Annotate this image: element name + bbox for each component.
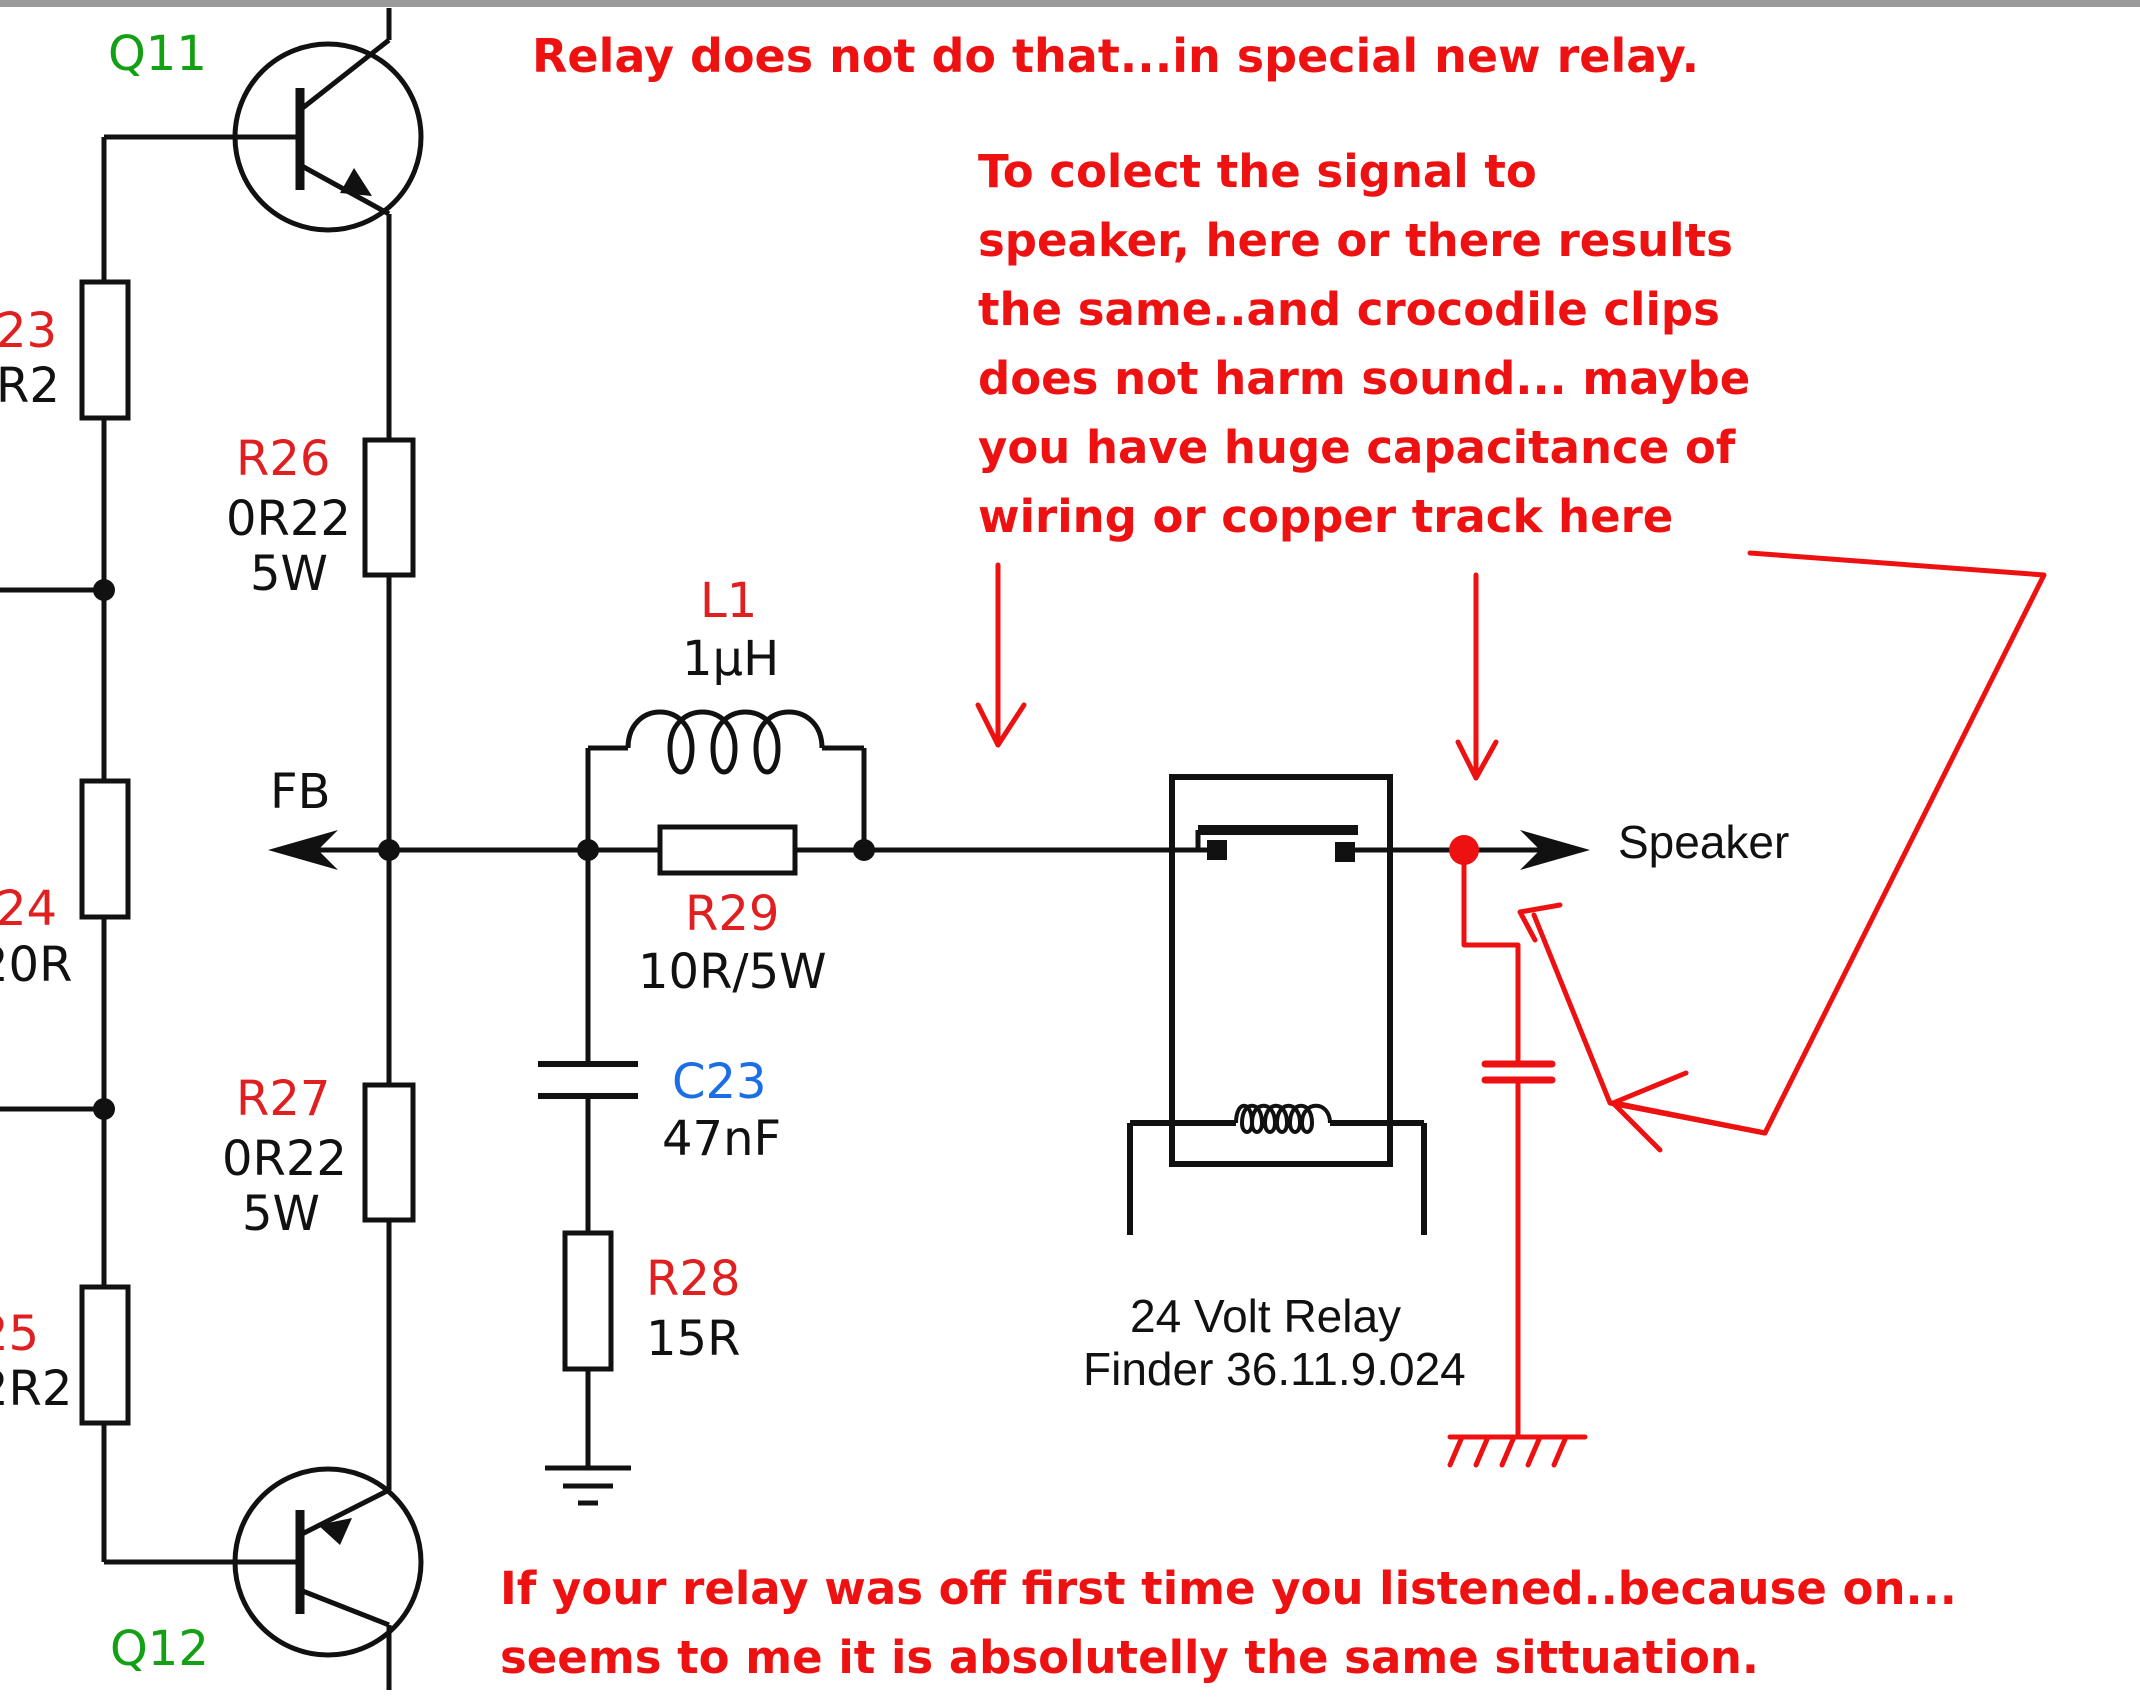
fb-label: FB [270, 764, 331, 820]
r23-ref: 23 [0, 303, 57, 359]
r24-resistor [79, 778, 131, 920]
note-bottom-line: seems to me it is absolutelly the same s… [500, 1631, 1759, 1684]
relay-contacts [1207, 840, 1355, 862]
note-middle: To colect the signal to speaker, here or… [978, 145, 1750, 543]
r29-ref: R29 [685, 886, 779, 942]
note-bottom: If your relay was off first time you lis… [500, 1562, 1957, 1684]
r27-power: 5W [242, 1186, 320, 1242]
r25-ref: 25 [0, 1306, 39, 1362]
r26-ref: R26 [236, 431, 330, 487]
ground-symbol [545, 1465, 631, 1506]
r28-resistor [562, 1230, 614, 1372]
r25-value: 2R2 [0, 1361, 72, 1417]
r28-value: 15R [646, 1311, 740, 1367]
c23-value: 47nF [662, 1111, 781, 1167]
q12-label: Q12 [110, 1621, 209, 1677]
q11-transistor [232, 38, 424, 233]
r27-resistor [362, 1082, 416, 1223]
annotation-marks [975, 550, 2047, 1468]
relay-label-line2: Finder 36.11.9.024 [1083, 1343, 1466, 1395]
l1-ref: L1 [700, 573, 757, 629]
l1-inductor [625, 709, 825, 775]
r26-resistor [362, 437, 416, 578]
r23-value: R2 [0, 358, 60, 414]
note-middle-line: does not harm sound... maybe [978, 352, 1750, 405]
r25-resistor [79, 1284, 131, 1426]
junction-dots [93, 579, 875, 1120]
note-middle-line: wiring or copper track here [978, 490, 1673, 543]
top-border [0, 0, 2140, 7]
r26-power: 5W [250, 546, 328, 602]
r27-value: 0R22 [222, 1131, 347, 1187]
r23-resistor [79, 279, 131, 421]
r24-value: 20R [0, 937, 72, 993]
resistors [79, 279, 798, 1426]
note-middle-line: speaker, here or there results [978, 214, 1733, 267]
r27-ref: R27 [236, 1071, 330, 1127]
speaker-arrow [1520, 830, 1590, 870]
q12-transistor [232, 1466, 424, 1658]
note-middle-line: you have huge capacitance of [978, 421, 1736, 474]
speaker-label: Speaker [1618, 816, 1789, 868]
relay [1127, 774, 1427, 1235]
c23-ref: C23 [672, 1054, 767, 1110]
r29-resistor [657, 824, 798, 876]
r26-value: 0R22 [226, 491, 351, 547]
relay-label-line1: 24 Volt Relay [1130, 1290, 1401, 1342]
r24-ref: 24 [0, 881, 57, 937]
r29-value: 10R/5W [638, 944, 827, 1000]
note-bottom-line: If your relay was off first time you lis… [500, 1562, 1957, 1615]
l1-value: 1µH [682, 631, 779, 687]
fb-arrow [268, 830, 338, 870]
note-middle-line: To colect the signal to [978, 145, 1537, 198]
note-top: Relay does not do that...in special new … [532, 29, 1699, 83]
note-middle-line: the same..and crocodile clips [978, 283, 1720, 336]
q12-emitter-arrow [318, 1518, 352, 1545]
q11-label: Q11 [108, 26, 207, 82]
r28-ref: R28 [646, 1251, 740, 1307]
c23-capacitor [538, 1061, 638, 1099]
q11-emitter-arrow [340, 168, 372, 196]
red-node-dot [1449, 835, 1479, 865]
